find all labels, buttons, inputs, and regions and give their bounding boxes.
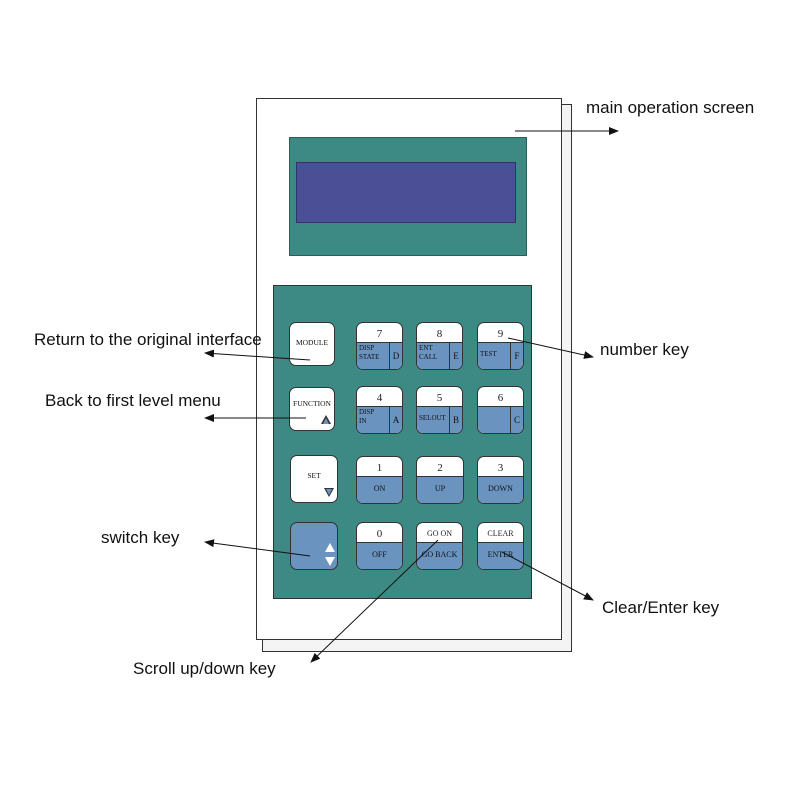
arrow-scroll	[310, 539, 439, 663]
main-operation-screen	[296, 162, 516, 223]
key-8-lower: ENT CALL E	[417, 342, 462, 369]
key-9-lower: TEST F	[478, 342, 523, 369]
key-9[interactable]: 9 TEST F	[477, 322, 524, 370]
label-scroll-key: Scroll up/down key	[133, 659, 276, 678]
up-triangle-fill	[322, 417, 329, 424]
key-2-up[interactable]: 2 UP	[416, 456, 464, 504]
key-0-number: 0	[376, 528, 383, 540]
key-9-letter: F	[510, 343, 523, 369]
key-5-number: 5	[436, 392, 443, 404]
set-key[interactable]: SET	[290, 455, 338, 503]
go-on-go-back-key[interactable]: GO ON GO BACK	[416, 522, 463, 570]
arrow-clear-enter	[501, 551, 594, 601]
key-1-on[interactable]: 1 ON	[356, 456, 403, 504]
clear-label: CLEAR	[487, 529, 514, 538]
key-7-sub2: STATE	[359, 353, 380, 362]
arrow-number-key	[507, 337, 594, 359]
key-4-letter: A	[389, 407, 402, 433]
label-back-first-level-menu: Back to first level menu	[45, 391, 221, 410]
module-key[interactable]: MODULE	[289, 322, 335, 366]
key-8-sub2: CALL	[419, 353, 438, 362]
key-0-off[interactable]: 0 OFF	[356, 522, 403, 570]
down-arrow-icon	[325, 557, 335, 566]
go-on-label: GO ON	[426, 529, 453, 538]
label-switch-key: switch key	[101, 528, 180, 547]
key-0-label: OFF	[357, 542, 402, 569]
key-3-number: 3	[497, 462, 504, 474]
enter-label: ENTER	[478, 542, 523, 569]
module-key-label: MODULE	[295, 338, 329, 347]
key-5-letter: B	[449, 407, 462, 433]
key-8[interactable]: 8 ENT CALL E	[416, 322, 463, 370]
key-4[interactable]: 4 DISP IN A	[356, 386, 403, 434]
clear-enter-key[interactable]: CLEAR ENTER	[477, 522, 524, 570]
key-2-label: UP	[417, 476, 463, 503]
function-key-label: FUNCTION	[293, 399, 331, 408]
key-6-lower: C	[478, 406, 523, 433]
label-main-operation-screen: main operation screen	[586, 98, 755, 117]
key-7-number: 7	[376, 328, 383, 340]
key-5-sub1: SELOUT	[419, 414, 446, 423]
key-7-sub1: DISP	[359, 344, 375, 353]
up-arrow-icon	[325, 543, 335, 552]
key-4-sub1: DISP	[359, 408, 375, 417]
label-number-key: number key	[600, 340, 689, 359]
label-clear-enter-key: Clear/Enter key	[602, 598, 720, 617]
go-back-label: GO BACK	[417, 542, 462, 569]
key-9-number: 9	[497, 328, 504, 340]
key-8-number: 8	[436, 328, 443, 340]
set-key-label: SET	[307, 471, 321, 480]
arrow-return	[204, 349, 311, 361]
key-5-lower: SELOUT B	[417, 406, 462, 433]
key-3-label: DOWN	[478, 476, 523, 503]
key-6-letter: C	[510, 407, 523, 433]
key-1-number: 1	[376, 462, 383, 474]
key-7-letter: D	[389, 343, 402, 369]
key-4-lower: DISP IN A	[357, 406, 402, 433]
key-4-sub2: IN	[359, 417, 367, 426]
key-2-number: 2	[437, 462, 443, 474]
key-1-label: ON	[357, 476, 402, 503]
down-triangle-fill	[325, 489, 332, 495]
key-8-sub1: ENT	[419, 344, 433, 353]
key-6-number: 6	[497, 392, 504, 404]
key-8-letter: E	[449, 343, 462, 369]
key-3-down[interactable]: 3 DOWN	[477, 456, 524, 504]
label-return-original-interface: Return to the original interface	[34, 330, 262, 349]
arrow-switch-key	[204, 539, 311, 557]
function-key[interactable]: FUNCTION	[289, 387, 335, 431]
key-4-number: 4	[376, 392, 383, 404]
key-7-lower: DISP STATE D	[357, 342, 402, 369]
key-9-sub1: TEST	[480, 350, 497, 359]
key-5[interactable]: 5 SELOUT B	[416, 386, 463, 434]
switch-key[interactable]	[290, 522, 338, 570]
key-6[interactable]: 6 C	[477, 386, 524, 434]
key-7[interactable]: 7 DISP STATE D	[356, 322, 403, 370]
